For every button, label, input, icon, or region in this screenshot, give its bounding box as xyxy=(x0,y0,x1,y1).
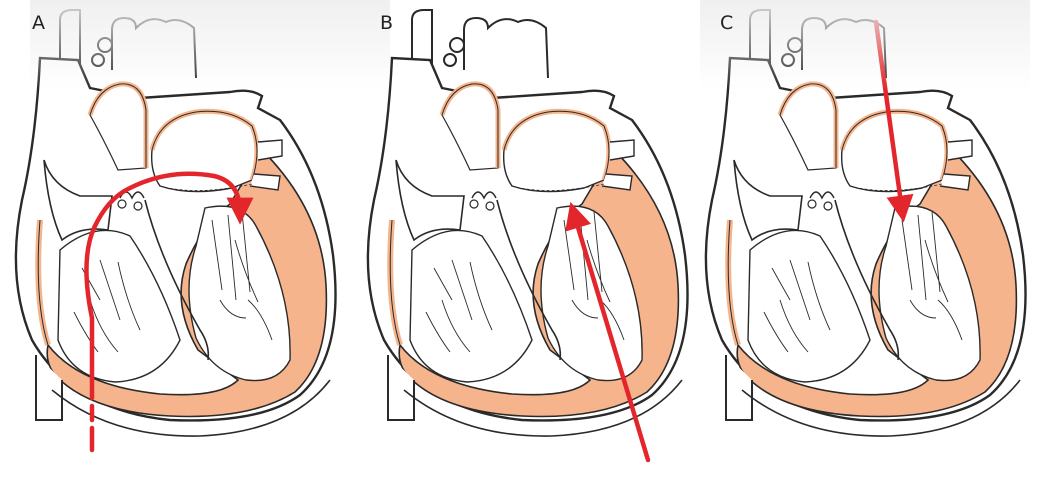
panel-c-shading xyxy=(700,0,1030,90)
panel-label-a: A xyxy=(32,12,45,34)
panel-label-c: C xyxy=(720,12,734,34)
panel-label-b: B xyxy=(380,12,394,34)
heart-panel-b xyxy=(368,10,688,436)
catheter-arrow-b xyxy=(565,201,651,463)
panel-a-shading xyxy=(30,0,390,90)
catheter-arrow-a xyxy=(84,171,254,453)
